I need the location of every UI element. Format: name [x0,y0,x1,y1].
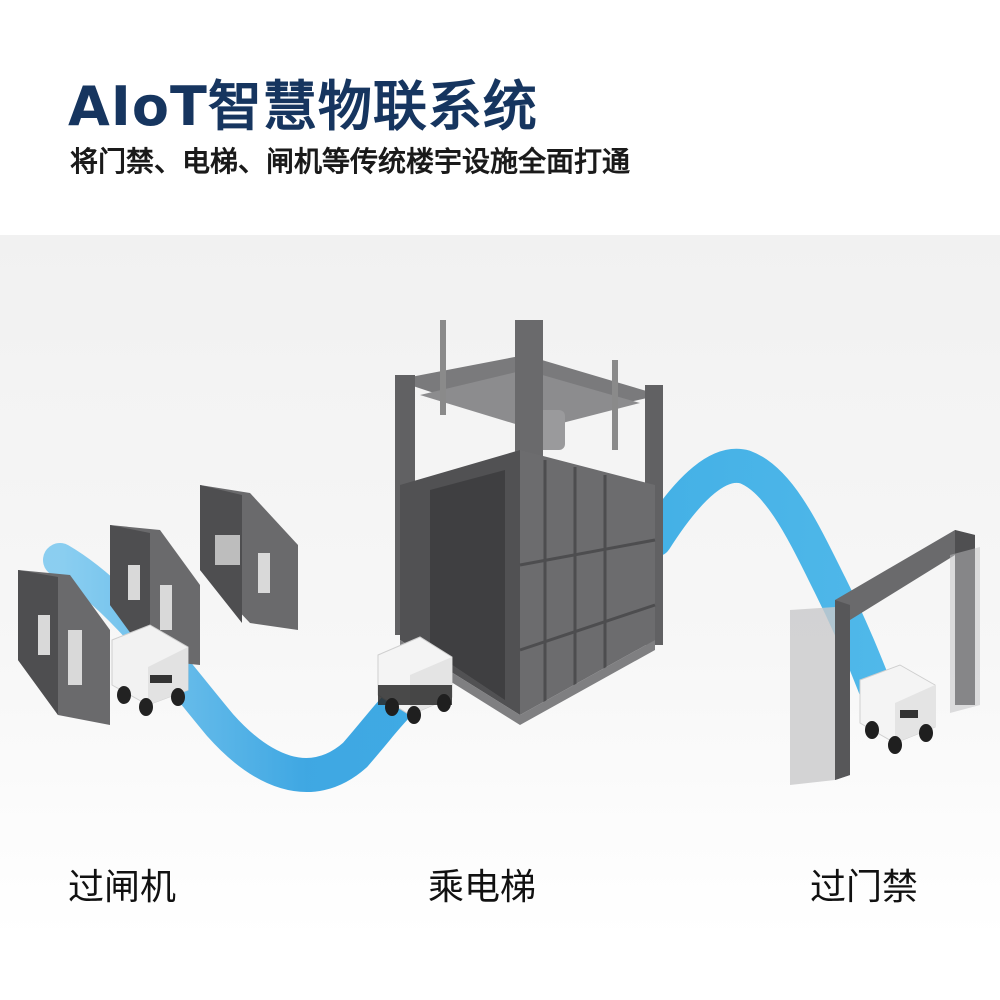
stage-label-door: 过门禁 [810,867,919,908]
stage-label-elevator: 乘电梯 [428,867,537,908]
page-header: AIoT智慧物联系统 将门禁、电梯、闸机等传统楼宇设施全面打通 [0,0,1000,235]
delivery-robot-2 [377,636,453,724]
scene-drawing [18,320,980,793]
robot-route-illustration [0,235,1000,1000]
page-subtitle: 将门禁、电梯、闸机等传统楼宇设施全面打通 [70,145,631,178]
delivery-robot-3 [859,664,936,754]
access-door-icon [790,530,980,785]
delivery-robot-1 [111,624,189,716]
page-title: AIoT智慧物联系统 [68,75,538,138]
turnstile-gate-icon [18,485,298,725]
stage-label-gate: 过闸机 [68,867,177,908]
